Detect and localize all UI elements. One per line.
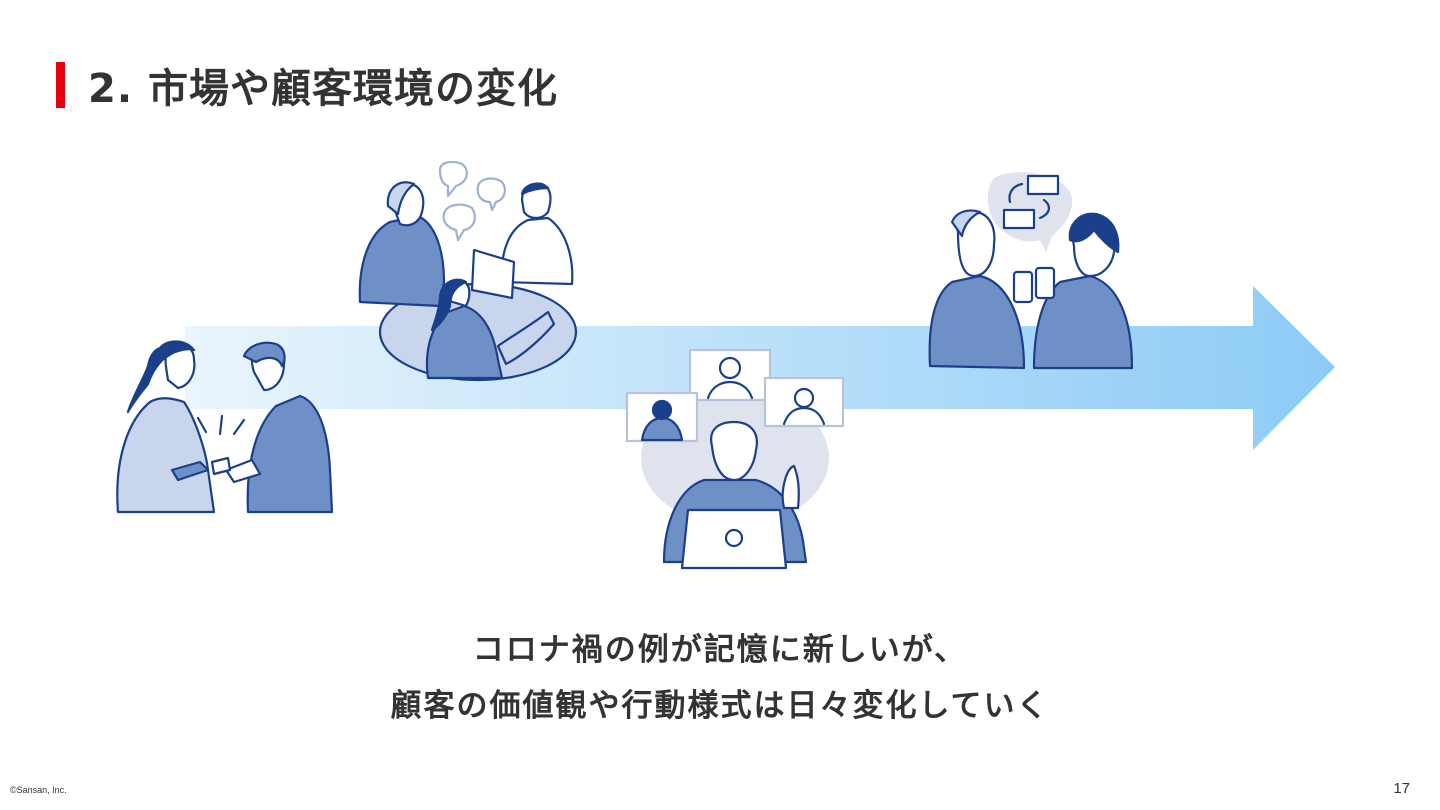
caption-line-2: 顧客の価値観や行動様式は日々変化していく [0, 680, 1440, 725]
copyright: ©Sansan, Inc. [10, 785, 67, 795]
page-number: 17 [1393, 780, 1410, 797]
group-meeting-illustration [360, 162, 576, 380]
caption-line-1: コロナ禍の例が記憶に新しいが、 [0, 624, 1440, 669]
